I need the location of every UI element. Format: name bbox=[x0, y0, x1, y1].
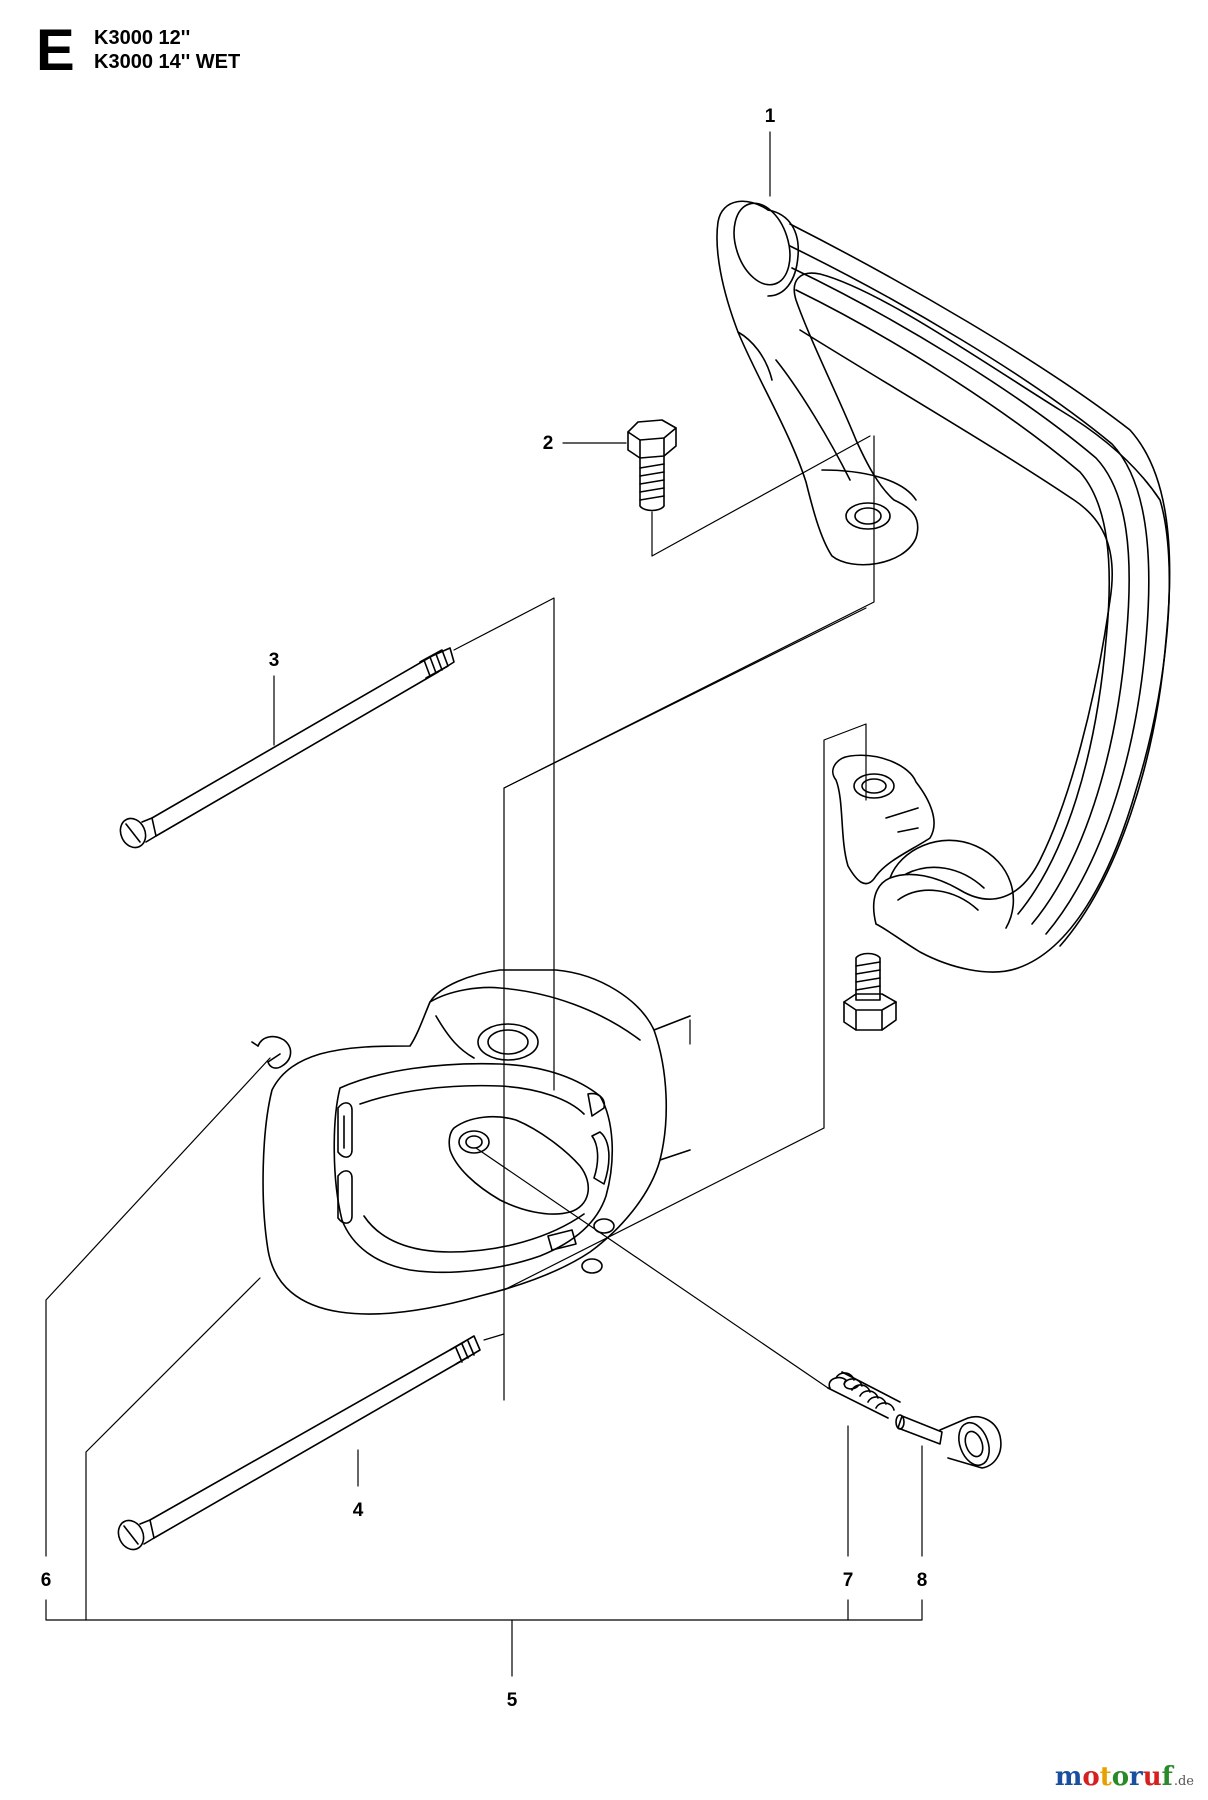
hex-bolt-upper bbox=[627, 419, 677, 512]
model-label-1: K3000 12'' bbox=[94, 27, 191, 49]
hex-bolt-lower bbox=[843, 952, 897, 1031]
callout-1: 1 bbox=[765, 106, 776, 127]
leader-lines bbox=[45, 131, 923, 1677]
adjuster-knob-part bbox=[895, 1414, 1002, 1469]
housing-cover-part bbox=[262, 969, 691, 1315]
watermark-letter: f bbox=[1161, 1762, 1173, 1792]
callout-8: 8 bbox=[917, 1570, 928, 1591]
callout-7: 7 bbox=[843, 1570, 854, 1591]
retaining-clip-part bbox=[251, 1035, 292, 1069]
callout-6: 6 bbox=[41, 1570, 52, 1591]
watermark-letter: u bbox=[1142, 1762, 1162, 1792]
compression-spring-part bbox=[827, 1371, 901, 1419]
watermark-letter: m bbox=[1054, 1762, 1083, 1792]
watermark-letter: t bbox=[1099, 1762, 1112, 1792]
watermark-letter: r bbox=[1129, 1762, 1143, 1792]
section-letter: E bbox=[36, 18, 75, 83]
front-handle-part bbox=[716, 200, 1171, 973]
callout-labels: 1 2 3 4 5 6 7 8 bbox=[41, 106, 928, 1711]
callout-4: 4 bbox=[353, 1500, 364, 1521]
callout-2: 2 bbox=[543, 433, 554, 454]
long-screw-lower bbox=[117, 1335, 481, 1551]
watermark-logo: motoruf.de bbox=[1055, 1762, 1194, 1792]
callout-5: 5 bbox=[507, 1690, 518, 1711]
long-screw-upper bbox=[119, 647, 455, 849]
watermark-letter: o bbox=[1111, 1762, 1130, 1792]
watermark-letter: o bbox=[1082, 1762, 1100, 1792]
model-label-2: K3000 14'' WET bbox=[94, 51, 241, 73]
callout-3: 3 bbox=[269, 650, 280, 671]
watermark-tld: .de bbox=[1173, 1774, 1194, 1789]
